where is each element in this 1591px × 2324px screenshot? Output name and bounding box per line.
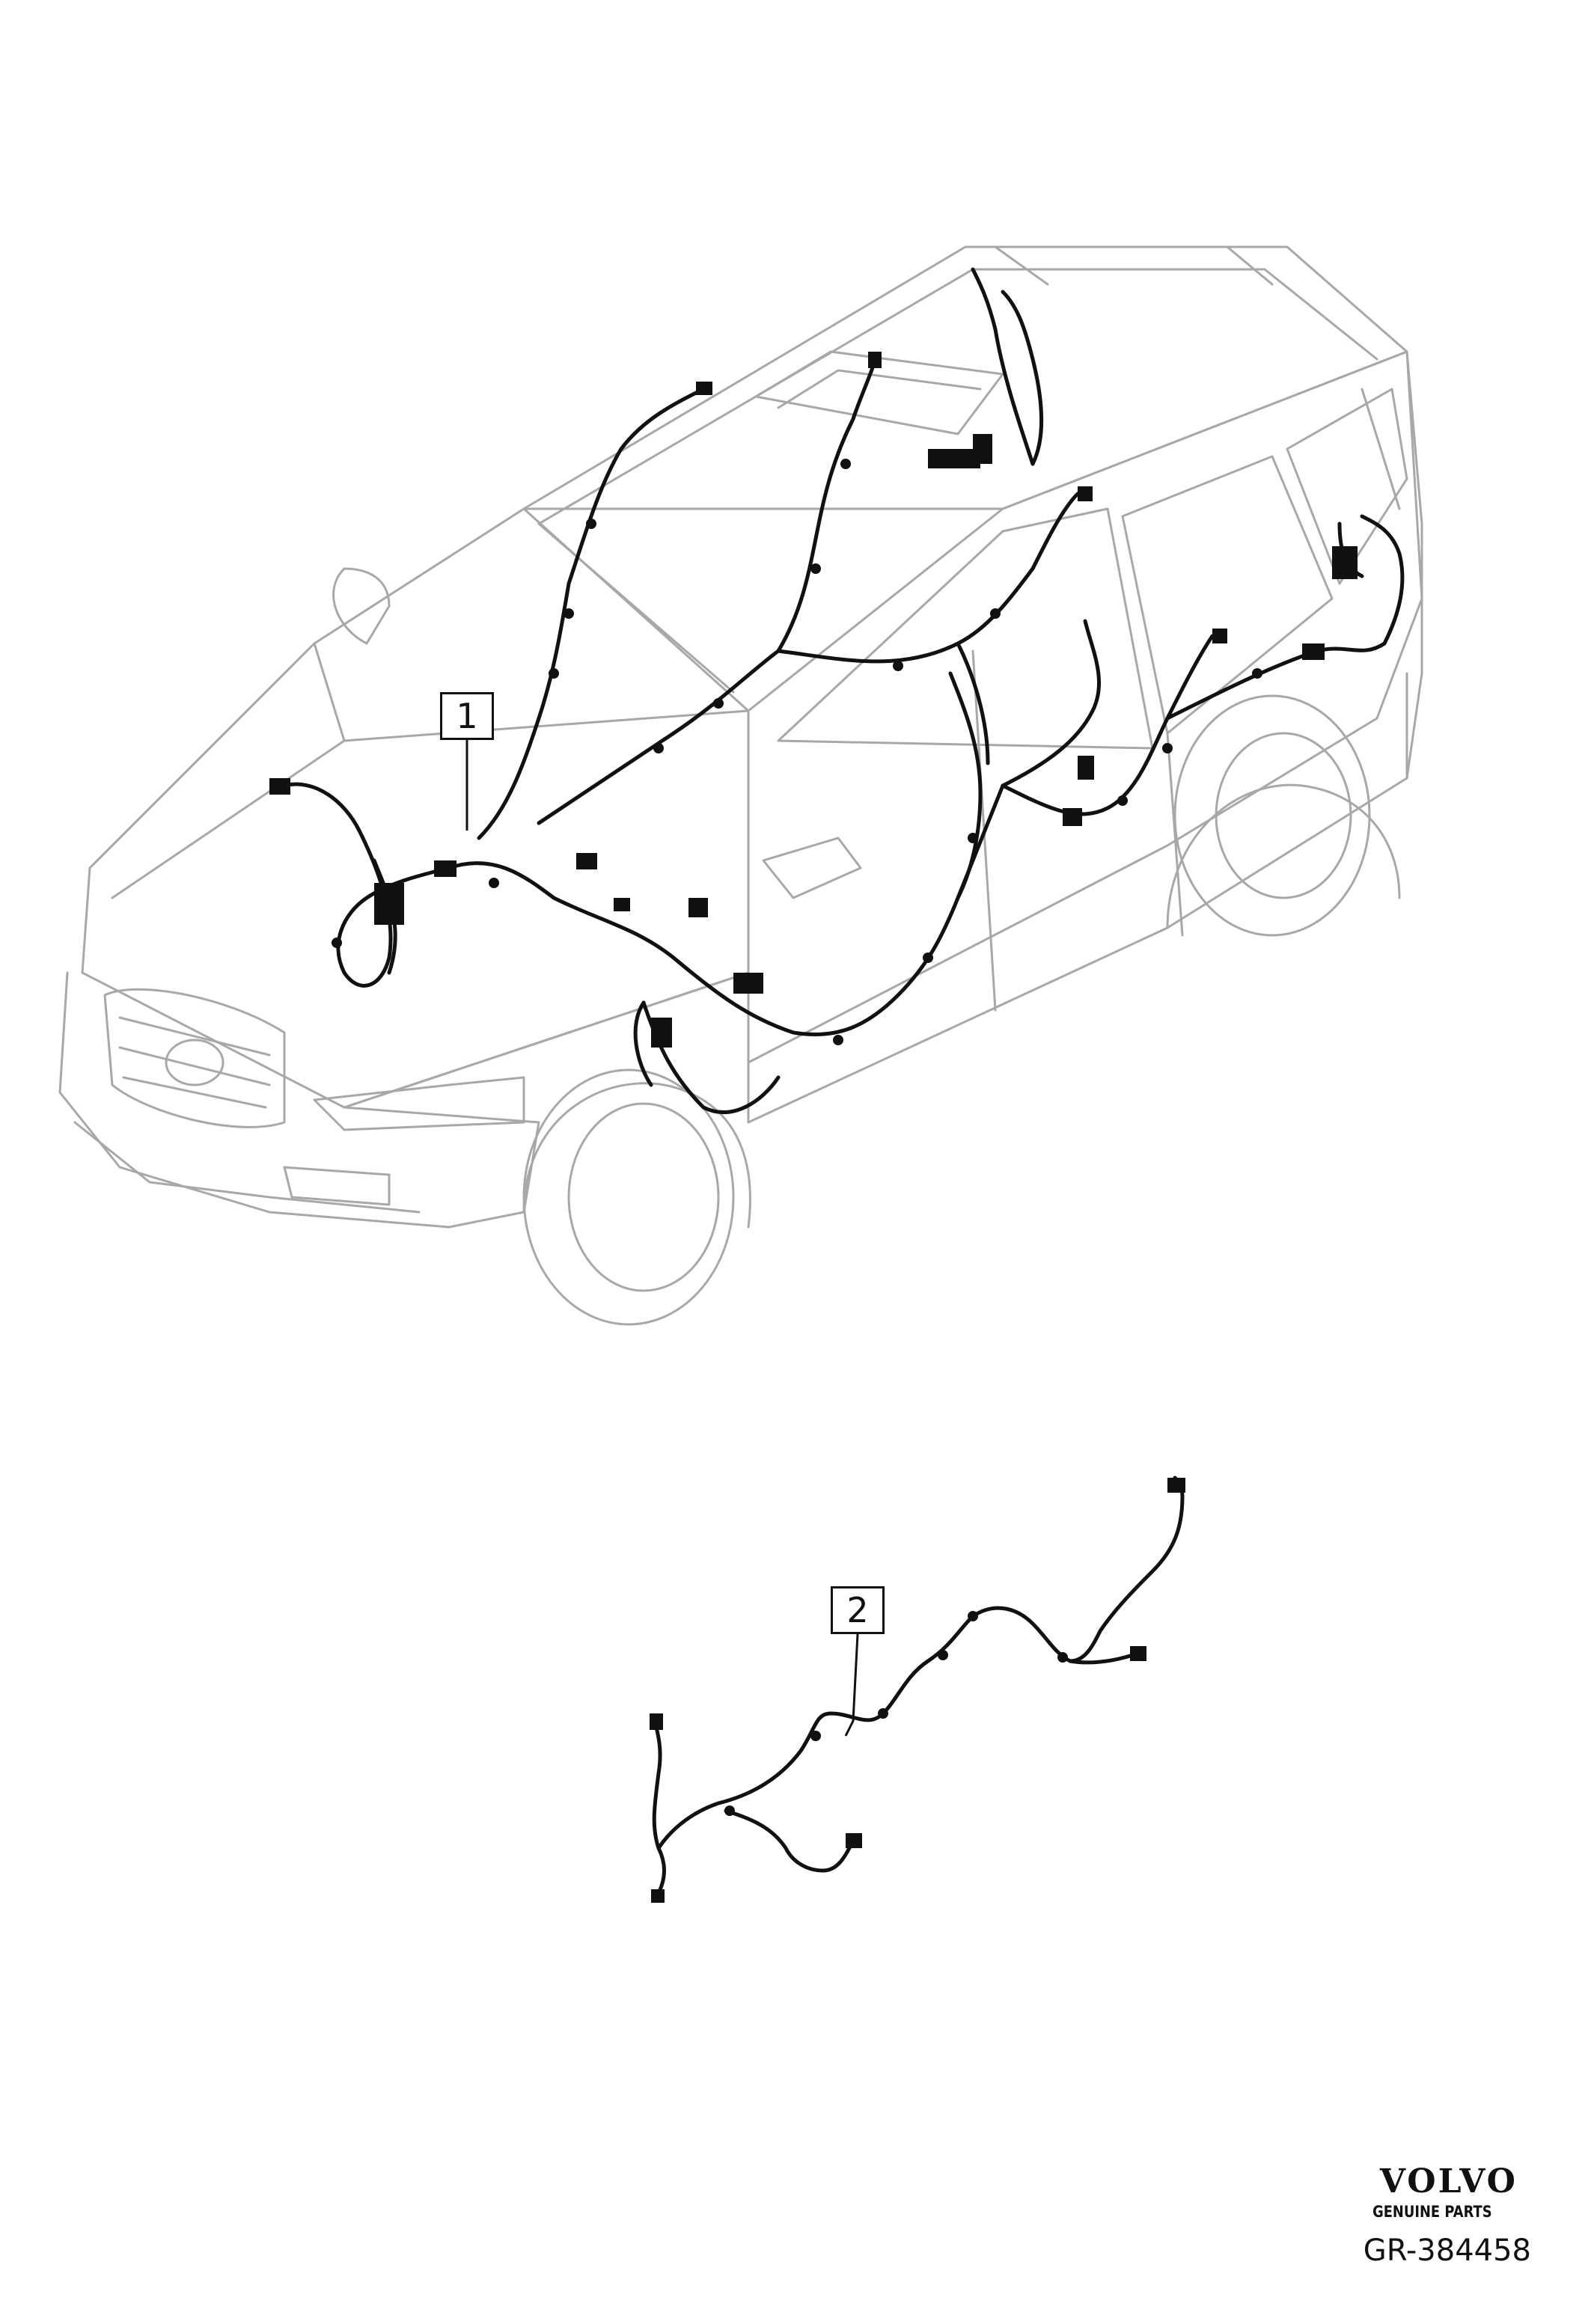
brand-logo: VOLVO: [1379, 2162, 1518, 2201]
callout-1: 1: [440, 692, 494, 740]
callout-leaders: [465, 740, 859, 1737]
wiring-harness-2: [650, 1476, 1185, 1903]
vehicle-outline: [58, 245, 1423, 1326]
brand-tagline: GENUINE PARTS: [1372, 2203, 1492, 2221]
reference-code: GR-384458: [1363, 2233, 1531, 2268]
callout-2: 2: [831, 1586, 885, 1634]
wiring-harness-1: [269, 267, 1405, 1114]
